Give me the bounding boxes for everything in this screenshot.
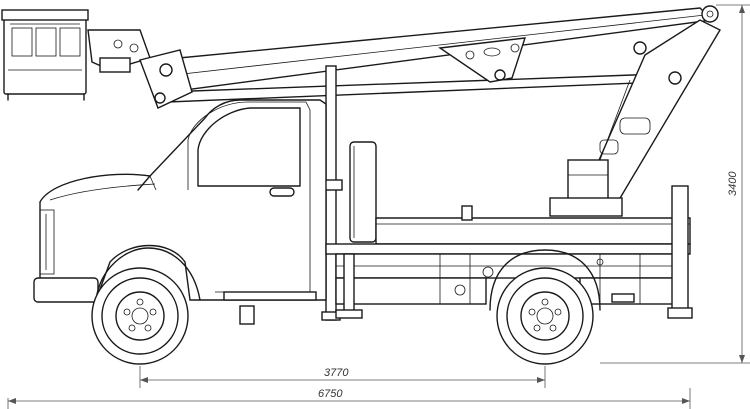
- hydraulic-tank: [349, 141, 377, 243]
- dimension-height: [600, 4, 750, 364]
- dimension-wheelbase: [139, 366, 546, 388]
- front-wheel: [91, 267, 189, 365]
- boom-arm: [157, 5, 719, 103]
- rear-wheel: [489, 249, 601, 365]
- wheelbase-label: 3770: [324, 367, 349, 379]
- lift-column: [549, 19, 721, 217]
- overall-length-label: 6750: [318, 388, 343, 400]
- height-label: 3400: [727, 171, 739, 196]
- truck-cab: [33, 99, 327, 325]
- work-basket: [1, 9, 193, 109]
- dimension-overall-length: [7, 388, 691, 409]
- truck-platform: [325, 185, 693, 319]
